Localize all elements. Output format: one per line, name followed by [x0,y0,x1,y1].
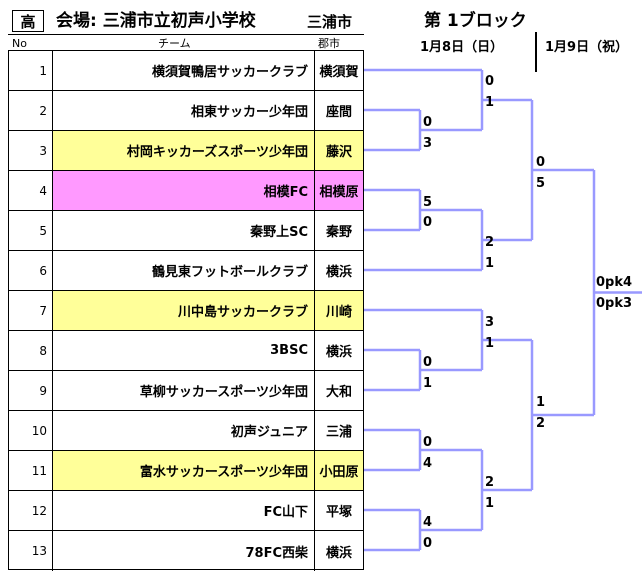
team-number: 1 [9,51,53,90]
team-city: 秦野 [325,225,352,240]
team-city: 横浜 [325,545,352,561]
team-number: 2 [9,91,53,130]
score: 5 [536,176,546,191]
score: 0 [536,155,546,170]
team-name: 相東サッカー少年団 [53,91,315,130]
team-number: 9 [9,371,53,410]
score: 3 [423,136,433,151]
block-title: 第 1ブロック [424,11,527,31]
team-number: 5 [9,211,53,250]
score: 0 [423,355,433,370]
team-city: 大和 [325,385,352,400]
team-name: 村岡キッカーズスポーツ少年団 [53,131,315,170]
score: 1 [485,496,495,511]
team-number: 6 [9,251,53,290]
col-header-team: チーム [158,37,191,50]
score: 1 [423,376,433,391]
team-name: 初声ジュニア [53,411,315,450]
team-name: 相模FC [53,171,315,210]
team-city: 座間 [325,105,352,120]
score: 2 [536,416,546,431]
team-name: FC山下 [53,491,315,530]
score: 1 [485,95,495,110]
team-city: 小田原 [315,451,363,490]
team-number: 8 [9,331,53,370]
score: 0 [423,536,433,551]
score: 1 [485,336,495,351]
team-city: 横須賀 [319,65,359,80]
venue-title: 会場: 三浦市立初声小学校 [56,11,256,31]
date-divider [535,32,537,72]
team-number: 12 [9,491,53,530]
team-city: 横浜 [325,265,352,280]
date-round1: 1月8日（日） [420,40,504,55]
header-underline [8,34,364,35]
team-number: 13 [9,531,53,571]
team-number: 11 [9,451,53,490]
team-name: 鶴見東フットボールクラブ [53,251,315,290]
venue-city: 三浦市 [307,13,353,31]
score: 0 [485,74,495,89]
score: 1 [536,395,546,410]
score: 0pk3 [596,296,633,311]
team-name: 横須賀鴨居サッカークラブ [53,51,315,90]
team-number: 3 [9,131,53,170]
score: 2 [485,235,495,250]
team-name: 秦野上SC [53,211,315,250]
team-city: 相模原 [315,171,363,210]
team-city: 藤沢 [315,131,363,170]
team-city: 三浦 [325,425,352,440]
team-city: 横浜 [325,345,352,360]
score: 0pk4 [596,275,633,290]
team-name: 川中島サッカークラブ [53,291,315,330]
col-header-city: 郡市 [318,37,340,50]
score: 0 [423,435,433,450]
score: 3 [485,315,495,330]
score: 4 [423,515,433,530]
score: 1 [485,256,495,271]
team-name: 富水サッカースポーツ少年団 [53,451,315,490]
score: 4 [423,456,433,471]
team-number: 10 [9,411,53,450]
score: 0 [423,115,433,130]
team-city: 川崎 [315,291,363,330]
team-name: 78FC西柴 [53,531,315,571]
grade-badge: 高 [12,10,44,32]
col-header-no: No [12,37,27,50]
score: 2 [485,475,495,490]
score: 5 [423,195,433,210]
date-round2: 1月9日（祝） [545,40,629,55]
score: 0 [423,215,433,230]
team-number: 4 [9,171,53,210]
team-city: 平塚 [325,505,352,520]
team-name: 草柳サッカースポーツ少年団 [53,371,315,410]
team-name: 3BSC [53,331,315,370]
team-number: 7 [9,291,53,330]
